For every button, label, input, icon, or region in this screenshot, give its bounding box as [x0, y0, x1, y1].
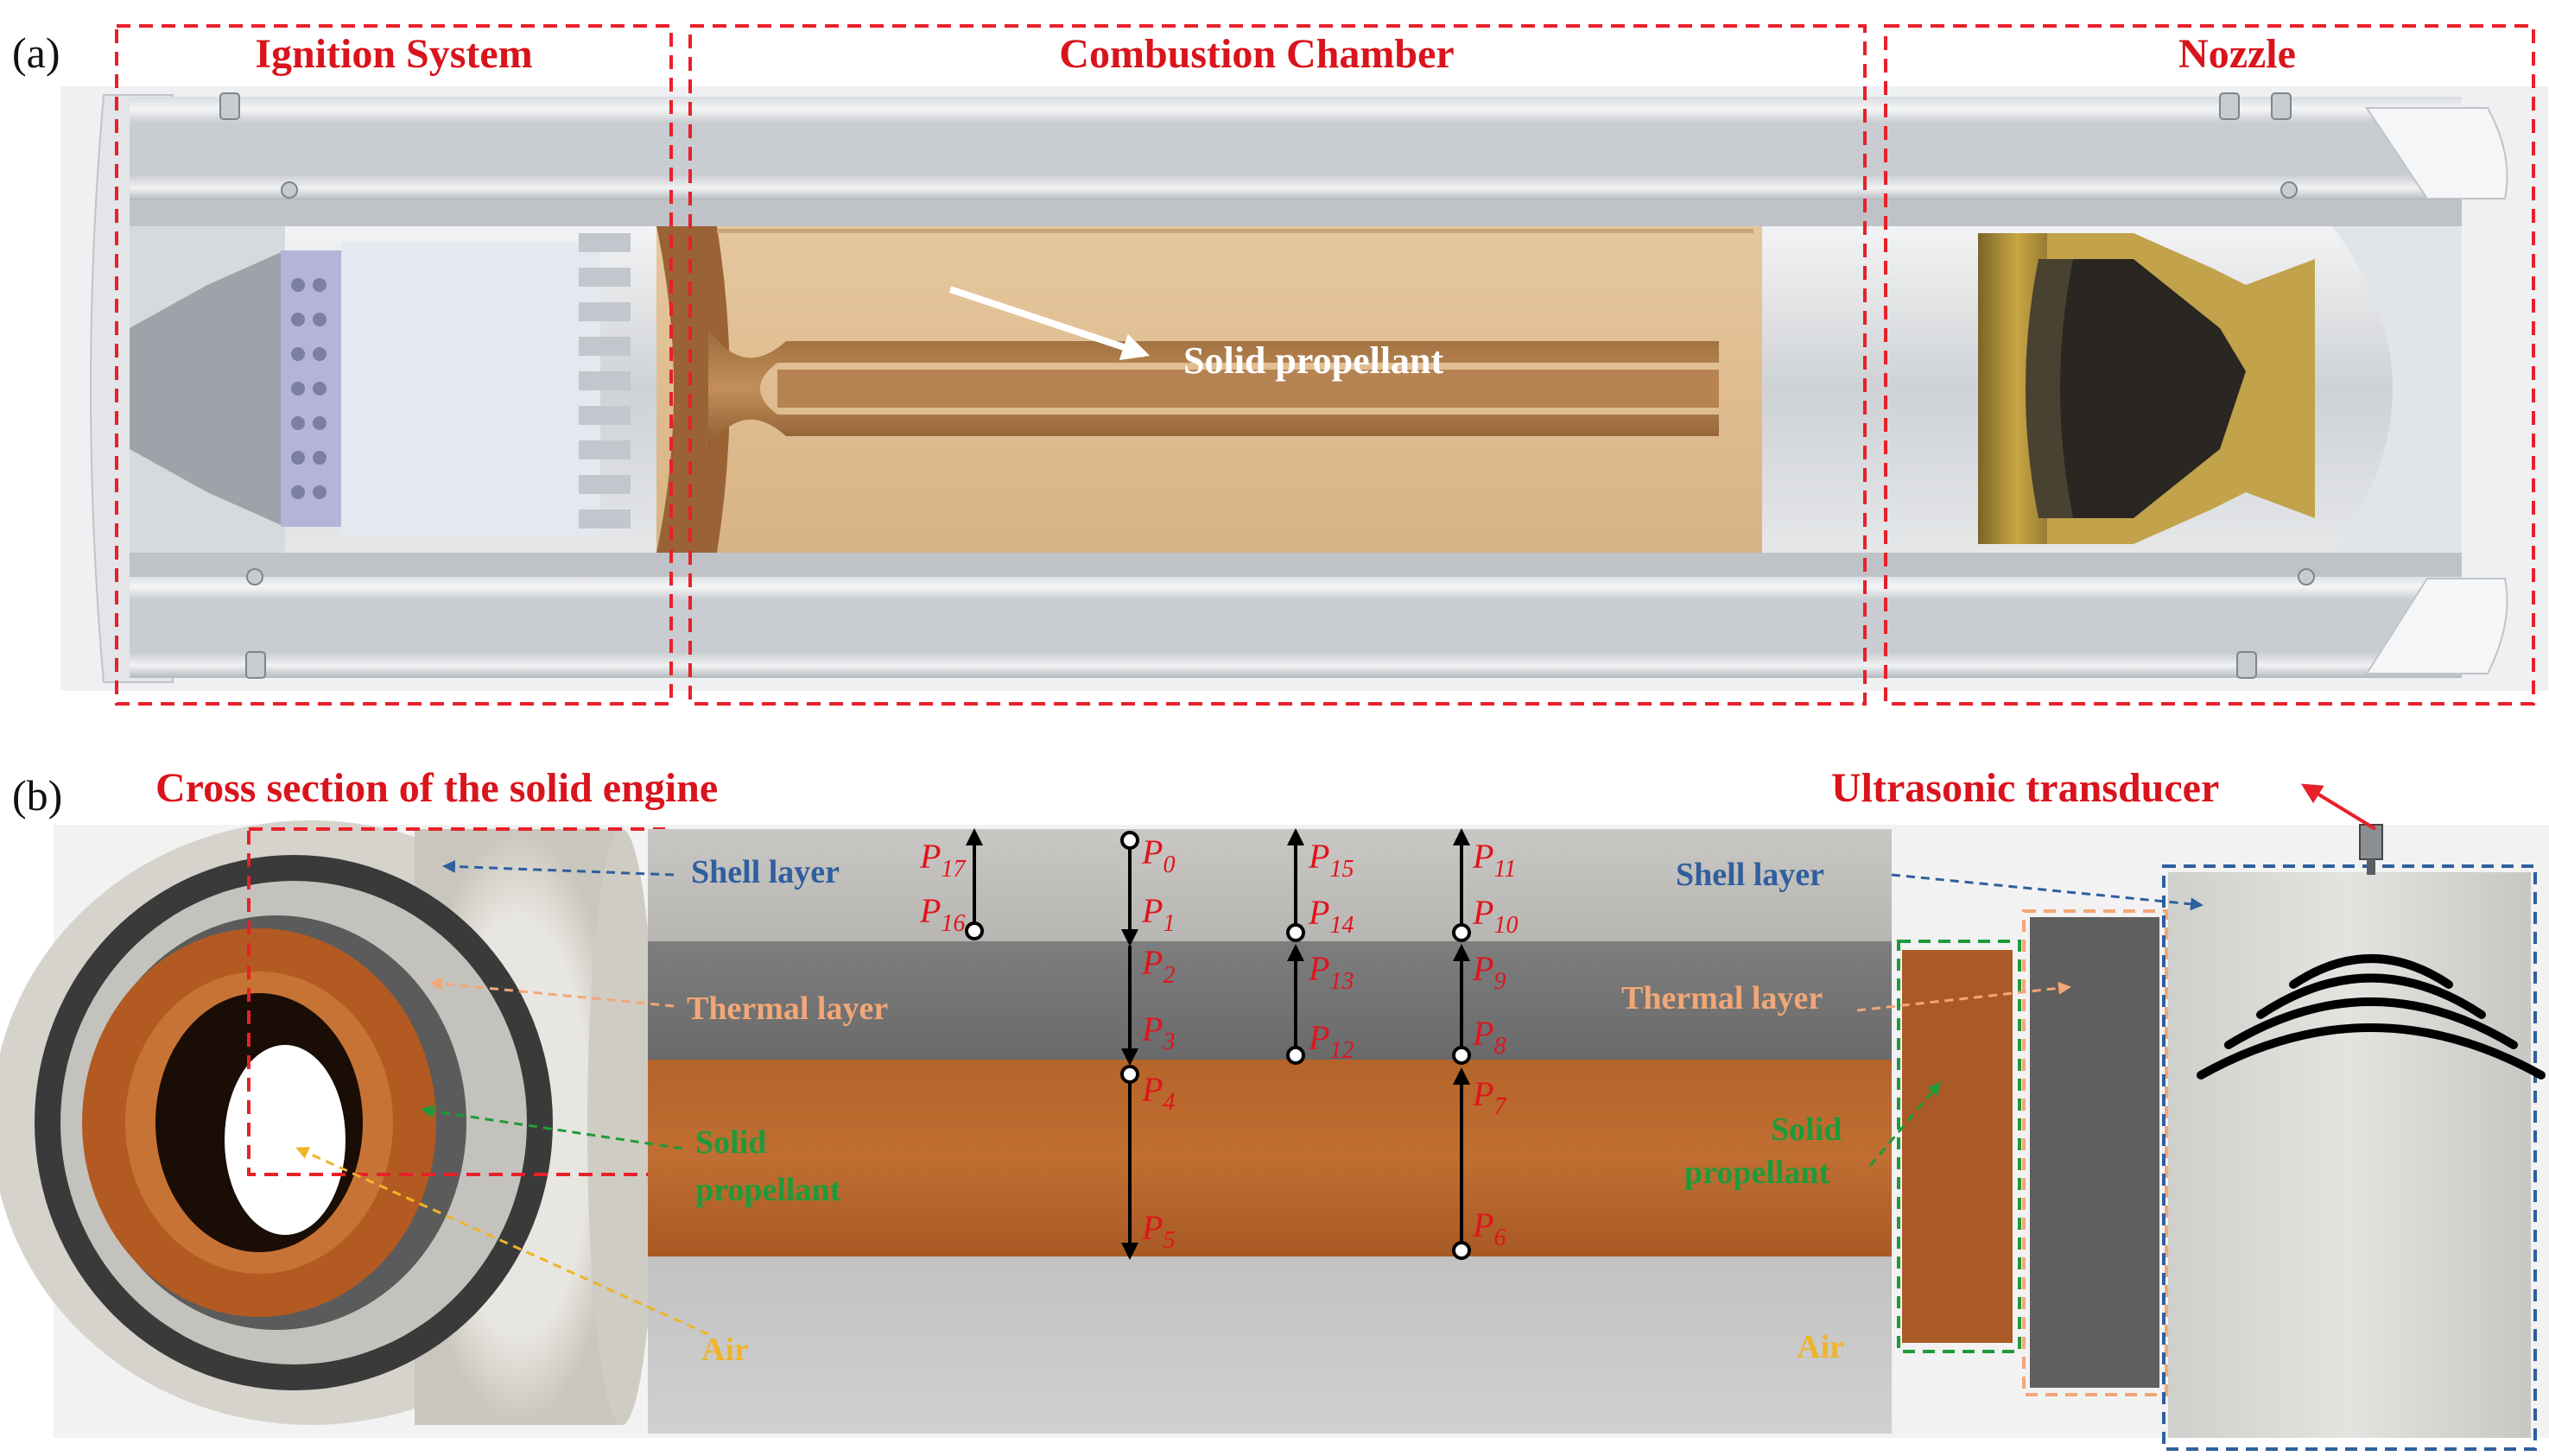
label-p0: P0: [1141, 832, 1175, 878]
shell-block-frame: [2162, 864, 2537, 1451]
label-p8: P8: [1472, 1014, 1506, 1060]
air-label-right: Air: [1797, 1329, 1844, 1365]
label-p3: P3: [1141, 1010, 1175, 1055]
point-p12: [1286, 1046, 1305, 1065]
air-label-left: Air: [701, 1332, 749, 1368]
point-p16: [965, 921, 984, 940]
cross-section-title: Cross section of the solid engine: [155, 765, 718, 811]
label-p4: P4: [1141, 1070, 1175, 1116]
layer-stack: [648, 829, 1892, 1434]
combustion-chamber-title: Combustion Chamber: [1059, 31, 1454, 77]
panel-b-label: (b): [12, 771, 62, 820]
propellant-pointer-arrow: [948, 286, 1151, 361]
ultrasonic-transducer: [2359, 824, 2383, 875]
thermal-layer-label-right: Thermal layer: [1621, 980, 1823, 1016]
propellant-grain: [656, 226, 1762, 553]
label-p9: P9: [1472, 949, 1506, 995]
label-p11: P11: [1472, 837, 1516, 883]
label-p13: P13: [1308, 949, 1354, 995]
air-band: [648, 1257, 1892, 1434]
combustion-chamber-frame: [688, 24, 1867, 706]
thermal-band: [648, 941, 1892, 1060]
propellant-band: [648, 1060, 1892, 1257]
nozzle-title: Nozzle: [2178, 31, 2296, 77]
nozzle-assembly: [1978, 233, 2315, 544]
panel-a-label: (a): [12, 28, 60, 77]
propellant-label-left-1: Solid: [695, 1124, 766, 1161]
panel-b: (b) Cross section of the solid engine: [0, 765, 2549, 1451]
ignition-system-title: Ignition System: [255, 31, 532, 77]
exploded-propellant-block: [1902, 950, 2013, 1343]
exploded-layers: [1897, 864, 2537, 1451]
exploded-thermal-block: [2030, 917, 2159, 1388]
thermal-layer-label-left: Thermal layer: [687, 991, 888, 1027]
point-p8: [1452, 1046, 1471, 1065]
label-p5: P5: [1141, 1208, 1175, 1254]
ultrasonic-waves: [2197, 954, 2546, 1079]
point-p6: [1452, 1241, 1471, 1260]
shell-layer-label-right: Shell layer: [1676, 857, 1824, 893]
label-p6: P6: [1472, 1206, 1506, 1251]
solid-propellant-label-a: Solid propellant: [1183, 339, 1444, 382]
label-p10: P10: [1472, 893, 1518, 939]
shell-band: [648, 829, 1892, 941]
igniter-holes: [291, 278, 327, 499]
thermal-block-frame: [2022, 909, 2168, 1396]
exploded-shell-block: [2168, 872, 2531, 1438]
right-labels: Shell layer Thermal layer Solid propella…: [1621, 857, 2203, 1365]
shell-layer-label-left: Shell layer: [691, 854, 840, 890]
panel-a: (a): [12, 24, 2548, 706]
propellant-label-left-2: propellant: [695, 1172, 841, 1208]
ignition-system-frame: [115, 24, 673, 706]
igniter-assembly: [130, 226, 631, 553]
label-p12: P12: [1308, 1018, 1354, 1064]
label-p15: P15: [1308, 837, 1354, 883]
label-p17: P17: [919, 837, 966, 883]
engine-ring-3d: [0, 820, 656, 1425]
point-p14: [1286, 923, 1305, 942]
label-p7: P7: [1472, 1074, 1506, 1120]
point-labels: P17 P16 P0 P1 P2 P3 P4 P5 P15 P14 P13 P1…: [919, 832, 1518, 1254]
measurement-paths: [965, 828, 1471, 1260]
left-labels: Shell layer Thermal layer Solid propella…: [295, 854, 888, 1368]
ultrasonic-transducer-title: Ultrasonic transducer: [1831, 765, 2219, 811]
nozzle-frame: [1884, 24, 2535, 706]
label-p1: P1: [1141, 891, 1175, 937]
propellant-block-frame: [1897, 940, 2021, 1353]
propellant-label-right-2: propellant: [1684, 1155, 1830, 1191]
label-p2: P2: [1141, 943, 1175, 989]
propellant-label-right-1: Solid: [1771, 1111, 1842, 1148]
point-p4: [1120, 1065, 1139, 1084]
bolts: [219, 92, 2315, 679]
label-p14: P14: [1308, 893, 1354, 939]
point-p10: [1452, 923, 1471, 942]
label-p16: P16: [919, 891, 965, 937]
point-p0: [1120, 831, 1139, 850]
transducer-pointer-arrow: [2300, 783, 2377, 831]
igniter-fins: [579, 233, 631, 529]
